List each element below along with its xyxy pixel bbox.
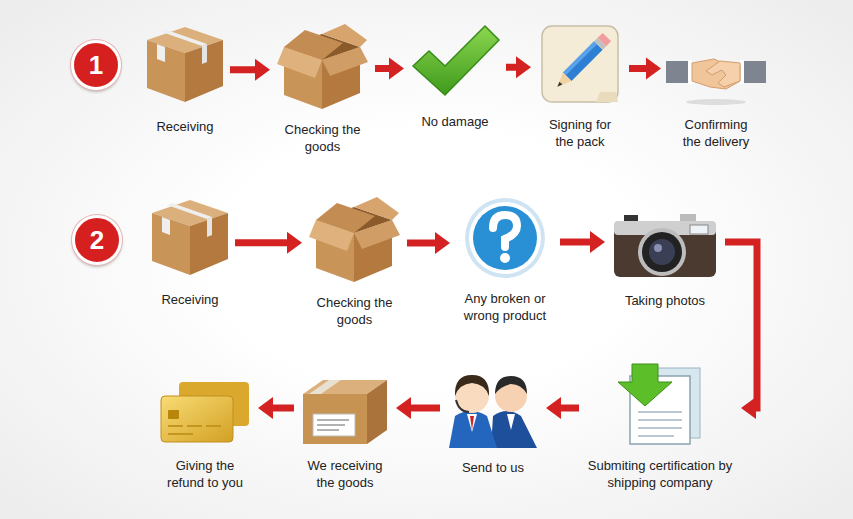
step-caption: Taking photos xyxy=(625,293,705,310)
step-illustration xyxy=(140,22,230,107)
step-illustration xyxy=(531,22,629,107)
arrow-shaft xyxy=(506,64,516,71)
step-caption: Checking the goods xyxy=(279,122,367,156)
flow-arrow xyxy=(230,59,270,81)
arrow-shaft xyxy=(725,242,757,408)
step-illustration xyxy=(579,360,741,448)
step-illustration xyxy=(404,22,506,102)
arrow-shaft xyxy=(560,239,590,246)
process-step: Send to us xyxy=(440,360,546,477)
step-illustration xyxy=(605,195,725,281)
step-illustration xyxy=(440,360,546,448)
arrow-head xyxy=(287,232,302,254)
process-step: We receiving the goods xyxy=(294,360,396,492)
step-caption: Send to us xyxy=(462,460,524,477)
step-caption: Submiting certification by shipping comp… xyxy=(584,458,736,492)
flow-arrow xyxy=(725,242,757,419)
step-number-badge: 1 xyxy=(71,40,121,90)
arrow-head xyxy=(258,397,273,419)
step-caption: No damage xyxy=(421,114,488,131)
flow-arrow xyxy=(258,397,294,419)
arrow-shaft xyxy=(273,405,294,412)
step-caption: Any broken or wrong product xyxy=(455,291,555,325)
process-step: Checking the goods xyxy=(302,195,407,329)
arrow-head xyxy=(516,56,531,78)
step-illustration xyxy=(302,195,407,285)
step-caption: Giving the refund to you xyxy=(159,458,251,492)
step-caption: Receiving xyxy=(156,119,213,136)
flow-arrow xyxy=(375,58,404,80)
flow-arrow xyxy=(235,232,302,254)
step-illustration xyxy=(145,195,235,280)
step-illustration xyxy=(152,360,258,448)
flow-arrow xyxy=(506,56,531,78)
step-caption: Checking the goods xyxy=(311,295,399,329)
process-step: No damage xyxy=(404,22,506,131)
arrow-head xyxy=(396,397,411,419)
process-step: Confirming the delivery xyxy=(661,22,771,151)
step-number: 2 xyxy=(90,227,104,253)
arrow-shaft xyxy=(629,65,646,72)
arrow-shaft xyxy=(375,65,389,72)
process-step: Receiving xyxy=(140,22,230,136)
step-illustration xyxy=(294,360,396,448)
step-caption: Confirming the delivery xyxy=(674,117,758,151)
flow-arrow xyxy=(560,231,605,253)
arrow-head xyxy=(546,397,561,419)
step-caption: Receiving xyxy=(161,292,218,309)
step-number-badge: 2 xyxy=(72,215,122,265)
arrow-shaft xyxy=(230,66,255,73)
flow-arrow xyxy=(629,58,661,80)
process-step: Checking the goods xyxy=(270,22,375,156)
process-step: Taking photos xyxy=(605,195,725,310)
flow-arrow xyxy=(407,232,450,254)
arrow-shaft xyxy=(235,239,287,246)
flow-arrow xyxy=(396,397,440,419)
arrow-head xyxy=(646,58,661,80)
arrow-head xyxy=(389,58,404,80)
process-step: Signing for the pack xyxy=(531,22,629,151)
arrow-shaft xyxy=(407,240,435,247)
process-step: Receiving xyxy=(145,195,235,309)
arrow-head xyxy=(435,232,450,254)
step-caption: Signing for the pack xyxy=(541,117,619,151)
step-illustration xyxy=(450,195,560,281)
step-illustration xyxy=(270,22,375,112)
flow-arrow xyxy=(546,397,579,419)
arrow-shaft xyxy=(561,405,579,412)
arrow-head xyxy=(741,397,756,419)
arrow-shaft xyxy=(411,405,440,412)
arrow-head xyxy=(255,59,270,81)
process-step: Submiting certification by shipping comp… xyxy=(579,360,741,492)
arrow-head xyxy=(590,231,605,253)
process-step: Any broken or wrong product xyxy=(450,195,560,325)
step-number: 1 xyxy=(89,52,103,78)
step-illustration xyxy=(661,22,771,107)
step-caption: We receiving the goods xyxy=(301,458,389,492)
process-step: Giving the refund to you xyxy=(152,360,258,492)
